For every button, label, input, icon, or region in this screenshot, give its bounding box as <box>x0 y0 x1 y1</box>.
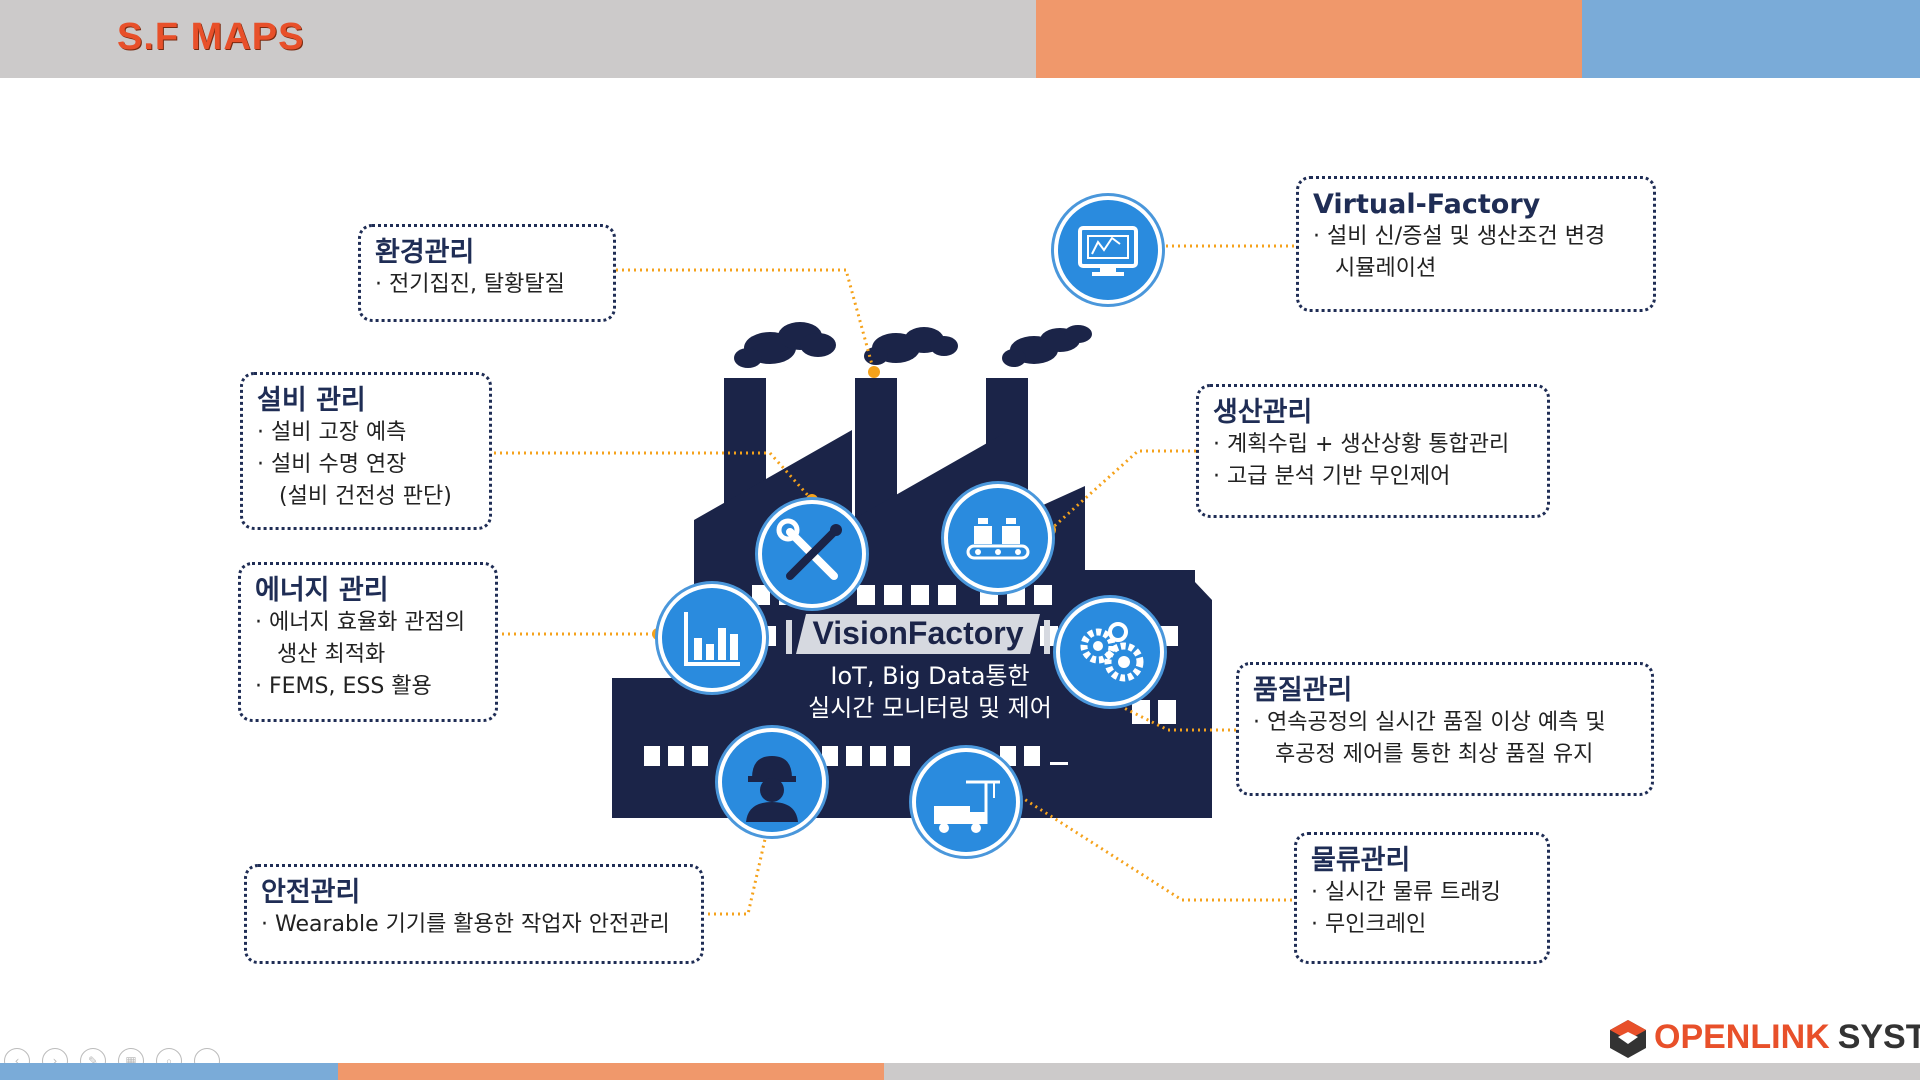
safety-item: · Wearable 기기를 활용한 작업자 안전관리 <box>261 912 670 937</box>
factory-subtitle-line1: IoT, Big Data통한 <box>830 662 1030 690</box>
equip-item: · 설비 수명 연장 <box>257 452 407 477</box>
box-virtual: Virtual-Factory · 설비 신/증설 및 생산조건 변경 시뮬레이… <box>1296 176 1656 312</box>
factory-subtitle-line2: 실시간 모니터링 및 제어 <box>808 694 1052 722</box>
safety-title: 안전관리 <box>261 877 361 908</box>
quality-item: · 연속공정의 실시간 품질 이상 예측 및 <box>1253 710 1606 735</box>
box-safety: 안전관리 · Wearable 기기를 활용한 작업자 안전관리 <box>244 864 704 964</box>
logistics-item: · 무인크레인 <box>1311 912 1427 937</box>
monitor-icon <box>1054 196 1162 304</box>
header-bar: S.F MAPS <box>0 0 1920 78</box>
box-energy: 에너지 관리 · 에너지 효율화 관점의 생산 최적화 · FEMS, ESS … <box>238 562 498 722</box>
factory-silhouette <box>612 322 1212 818</box>
logistics-item: · 실시간 물류 트래킹 <box>1311 880 1501 905</box>
bar-chart-icon <box>658 584 766 692</box>
quality-item: 후공정 제어를 통한 최상 품질 유지 <box>1275 742 1594 767</box>
footer-gray-segment <box>884 1063 1920 1080</box>
smoke-clouds <box>734 322 1092 368</box>
production-item: · 계획수립 + 생산상황 통합관리 <box>1213 432 1510 457</box>
logistics-title: 물류관리 <box>1311 845 1411 876</box>
box-production: 생산관리 · 계획수립 + 생산상황 통합관리 · 고급 분석 기반 무인제어 <box>1196 384 1550 518</box>
energy-item: 생산 최적화 <box>277 642 386 667</box>
logo-text-openlink: OPENLINK <box>1654 1018 1830 1056</box>
footer-blue-segment <box>0 1063 338 1080</box>
header-blue-segment <box>1582 0 1920 78</box>
logo-text-system: SYSTEM <box>1837 1018 1920 1056</box>
production-title: 생산관리 <box>1213 397 1313 428</box>
header-gray-segment <box>0 0 1036 78</box>
equip-title: 설비 관리 <box>257 385 366 416</box>
factory-name: VisionFactory <box>812 615 1024 651</box>
brand-title: S.F MAPS <box>117 16 305 58</box>
crane-truck-icon <box>912 748 1020 856</box>
quality-title: 품질관리 <box>1253 675 1353 706</box>
wrench-screwdriver-icon <box>758 500 866 608</box>
connector-lines <box>488 244 1294 916</box>
logo-mark-icon <box>1610 1020 1646 1058</box>
box-env: 환경관리 · 전기집진, 탈황탈질 <box>358 224 616 322</box>
conveyor-icon <box>944 484 1052 592</box>
energy-title: 에너지 관리 <box>255 575 389 606</box>
energy-item: · FEMS, ESS 활용 <box>255 674 432 699</box>
gears-icon <box>1056 598 1164 706</box>
energy-item: · 에너지 효율화 관점의 <box>255 610 466 635</box>
box-equip: 설비 관리 · 설비 고장 예측 · 설비 수명 연장 (설비 건전성 판단) <box>240 372 492 530</box>
virtual-item: 시뮬레이션 <box>1335 256 1437 281</box>
worker-icon <box>718 728 826 836</box>
footer-bar <box>0 1063 1920 1080</box>
vision-factory-label-bg <box>786 614 1050 654</box>
box-logistics: 물류관리 · 실시간 물류 트래킹 · 무인크레인 <box>1294 832 1550 964</box>
footer-orange-segment <box>338 1063 884 1080</box>
production-item: · 고급 분석 기반 무인제어 <box>1213 464 1451 489</box>
box-quality: 품질관리 · 연속공정의 실시간 품질 이상 예측 및 후공정 제어를 통한 최… <box>1236 662 1654 796</box>
header-orange-segment <box>1036 0 1582 78</box>
equip-item: · 설비 고장 예측 <box>257 420 407 445</box>
equip-item: (설비 건전성 판단) <box>279 484 452 509</box>
env-title: 환경관리 <box>375 237 475 268</box>
virtual-item: · 설비 신/증설 및 생산조건 변경 <box>1313 224 1606 249</box>
env-item: · 전기집진, 탈황탈질 <box>375 272 565 297</box>
virtual-title: Virtual-Factory <box>1313 189 1541 220</box>
